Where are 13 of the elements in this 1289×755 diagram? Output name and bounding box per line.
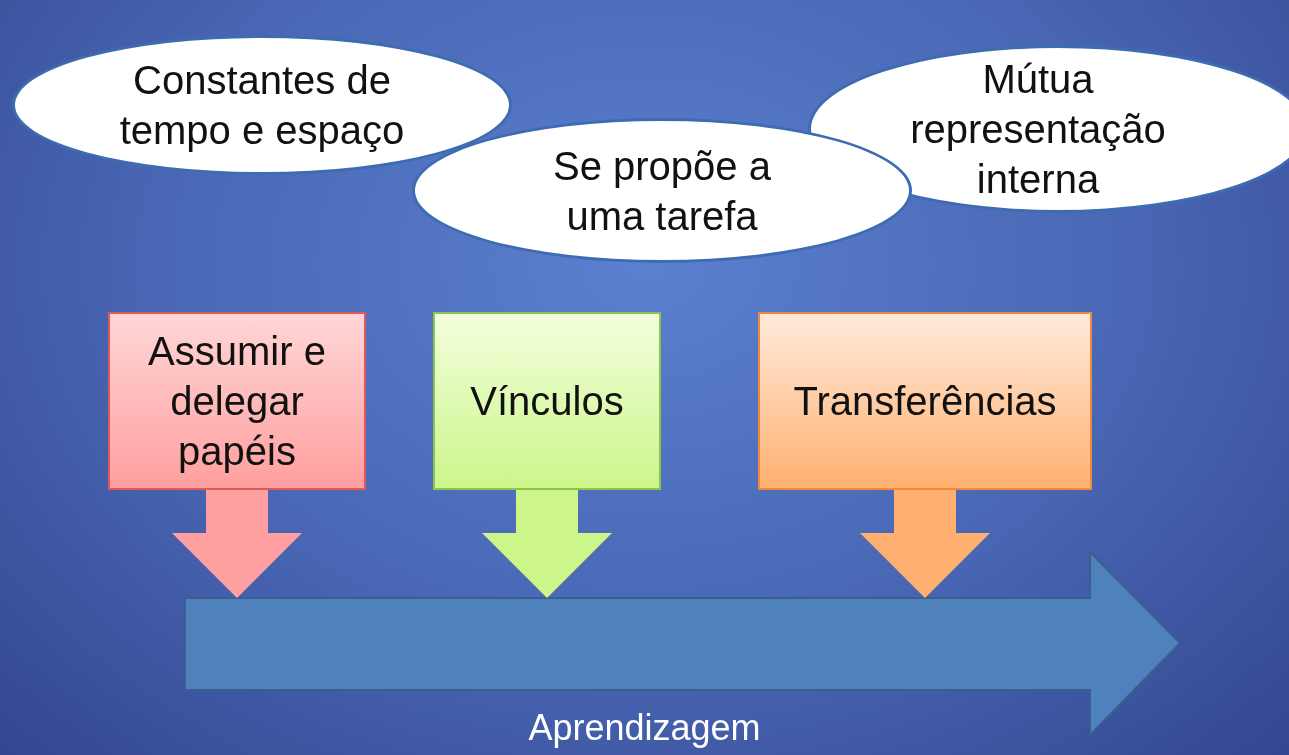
node-label: Se propõe a uma tarefa <box>552 142 772 240</box>
node-label: Constantes de tempo e espaço <box>118 57 406 154</box>
node-label: Mútua representação interna <box>909 56 1167 203</box>
arrow <box>860 490 990 598</box>
arrow-caption: Aprendizagem <box>527 706 762 750</box>
node-label: Transferências <box>793 378 1057 425</box>
process-box <box>108 312 366 490</box>
process-box <box>758 312 1092 490</box>
node-label: Vínculos <box>470 378 624 425</box>
arrow <box>172 490 302 598</box>
arrow <box>482 490 612 598</box>
node-label: Assumir e delegar papéis <box>147 328 327 475</box>
process-box <box>433 312 661 490</box>
